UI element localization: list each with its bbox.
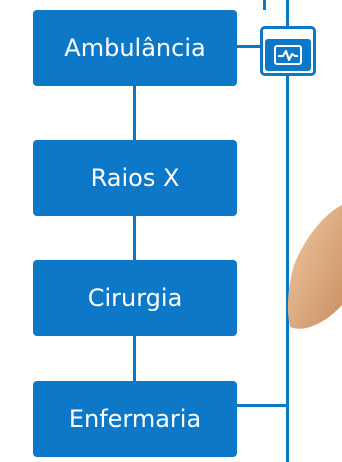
node-ambulancia: Ambulância: [33, 10, 237, 86]
ambulancia-connector: [237, 45, 261, 48]
node-cirurgia: Cirurgia: [33, 260, 237, 336]
monitor-screen: [265, 39, 311, 71]
node-label: Ambulância: [64, 34, 206, 62]
right-panel-line: [286, 0, 289, 462]
enfermaria-connector: [237, 404, 287, 407]
node-label: Enfermaria: [68, 405, 202, 433]
top-stub: [263, 0, 266, 10]
node-enfermaria: Enfermaria: [33, 381, 237, 457]
node-label: Cirurgia: [87, 284, 183, 312]
arm-image: [287, 205, 342, 329]
spine-connector: [133, 85, 136, 385]
node-raios-x: Raios X: [33, 140, 237, 216]
node-label: Raios X: [90, 164, 180, 192]
heartbeat-monitor-icon: [260, 26, 316, 76]
pulse-line-icon: [274, 45, 302, 65]
